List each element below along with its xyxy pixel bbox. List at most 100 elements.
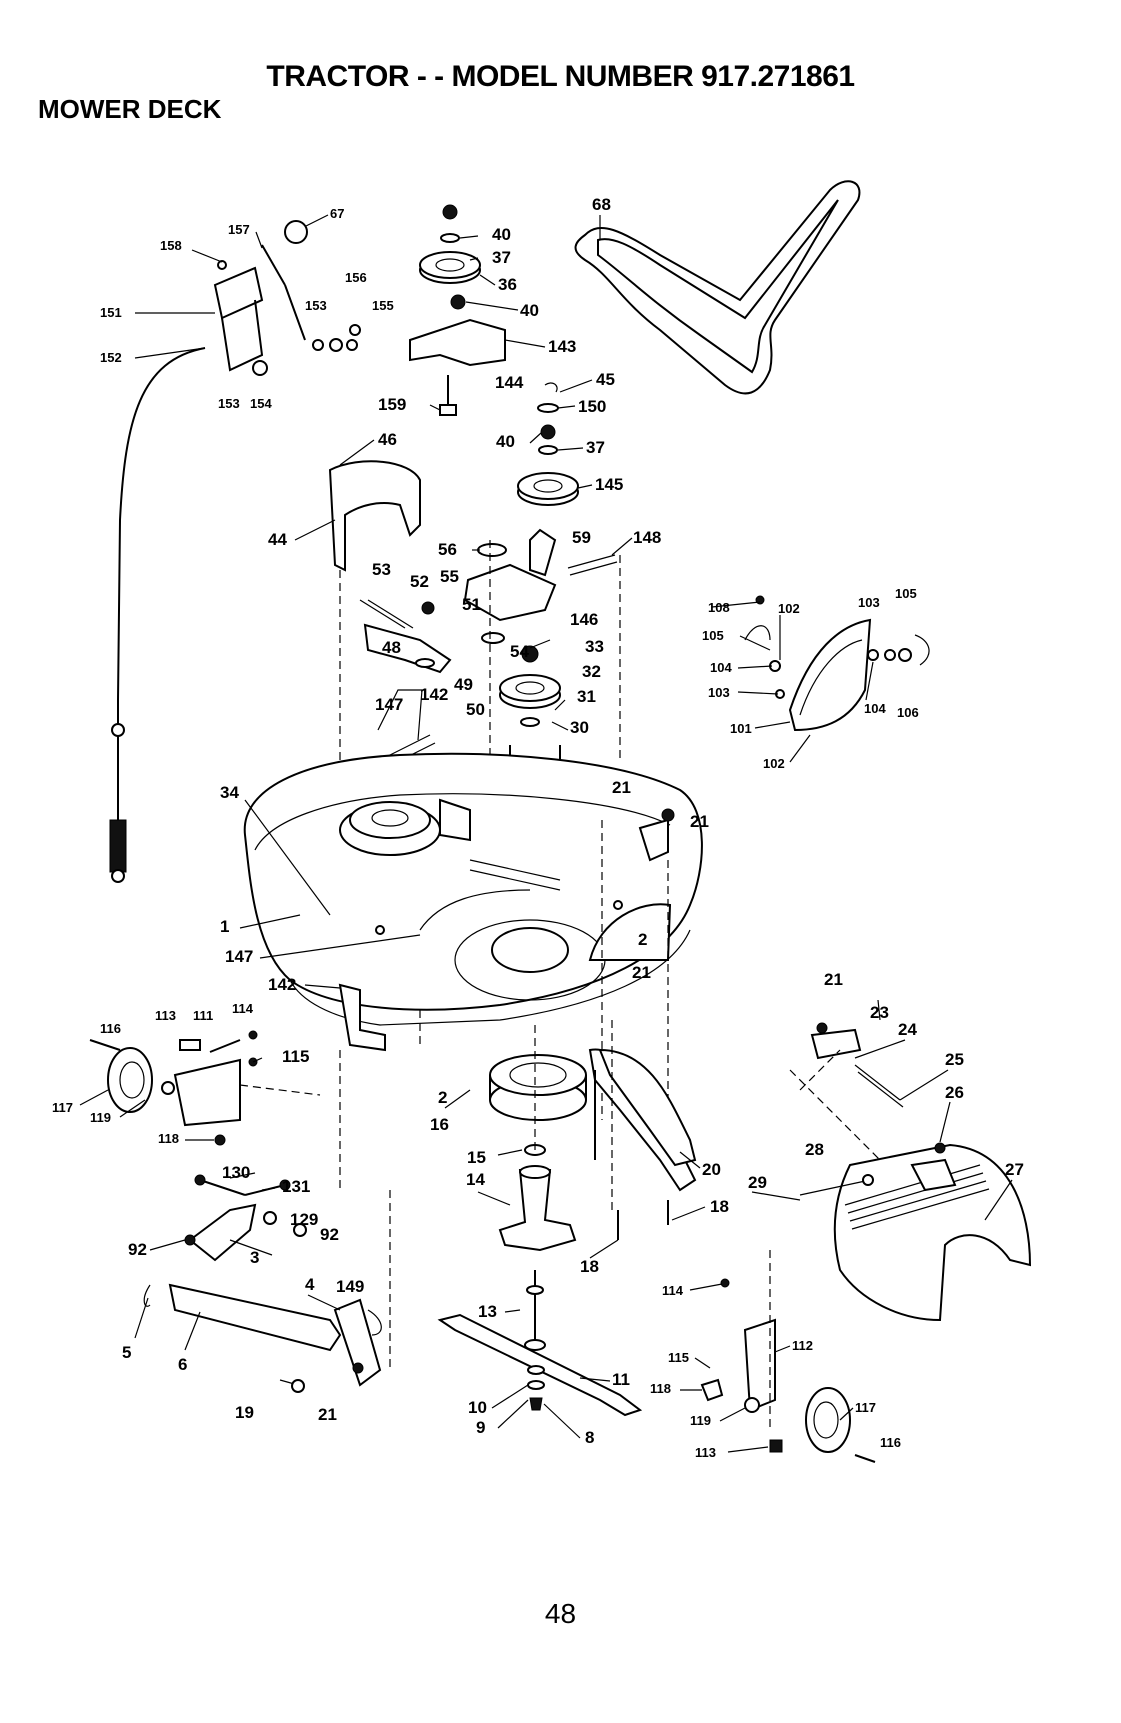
callout-labels: 157 67 158 151 152 153 154 153 155 156 4… (52, 195, 1024, 1460)
callout: 159 (378, 395, 406, 414)
callout: 149 (336, 1277, 364, 1296)
callout: 11 (612, 1370, 630, 1389)
callout: 45 (596, 370, 615, 389)
callout: 59 (572, 528, 591, 547)
callout: 34 (220, 783, 239, 802)
callout: 152 (100, 350, 122, 365)
callout: 112 (792, 1338, 813, 1353)
callout: 145 (595, 475, 623, 494)
callout: 147 (225, 947, 253, 966)
callout: 54 (510, 642, 529, 661)
callout: 67 (330, 206, 344, 221)
callout: 30 (570, 718, 589, 737)
callout: 33 (585, 637, 604, 656)
callout: 15 (467, 1148, 486, 1167)
callout: 51 (462, 595, 481, 614)
callout: 105 (702, 628, 724, 643)
callout: 103 (858, 595, 880, 610)
callout: 131 (282, 1177, 310, 1196)
callout: 114 (232, 1001, 254, 1016)
callout: 129 (290, 1210, 318, 1229)
callout: 4 (305, 1275, 315, 1294)
callout: 37 (492, 248, 511, 267)
callout: 21 (318, 1405, 337, 1424)
callout: 21 (824, 970, 843, 989)
callout: 147 (375, 695, 403, 714)
callout: 37 (586, 438, 605, 457)
callout: 92 (128, 1240, 147, 1259)
callout: 158 (160, 238, 182, 253)
callout: 8 (585, 1428, 594, 1447)
callout: 6 (178, 1355, 187, 1374)
callout: 20 (702, 1160, 721, 1179)
callout: 49 (454, 675, 473, 694)
callout: 1 (220, 917, 229, 936)
callout: 32 (582, 662, 601, 681)
callout: 40 (520, 301, 539, 320)
callout: 104 (864, 701, 886, 716)
rear-hanger-assembly (588, 1020, 697, 1240)
callout: 21 (690, 812, 709, 831)
callout: 115 (282, 1047, 309, 1066)
callout: 153 (305, 298, 327, 313)
callout: 143 (548, 337, 576, 356)
callout: 92 (320, 1225, 339, 1244)
callout: 148 (633, 528, 661, 547)
callout: 104 (710, 660, 732, 675)
callout: 114 (662, 1283, 684, 1298)
callout: 19 (235, 1403, 254, 1422)
callout: 44 (268, 530, 287, 549)
callout: 68 (592, 195, 611, 214)
callout: 50 (466, 700, 485, 719)
callout: 142 (420, 685, 448, 704)
callout: 113 (155, 1008, 176, 1023)
callout: 146 (570, 610, 598, 629)
discharge-chute-assembly (789, 1022, 1032, 1322)
lift-lever-assembly (109, 220, 361, 883)
callout: 16 (430, 1115, 449, 1134)
callout: 119 (690, 1413, 711, 1428)
callout: 52 (410, 572, 429, 591)
callout: 116 (100, 1021, 121, 1036)
callout: 111 (193, 1008, 213, 1023)
callout: 53 (372, 560, 391, 579)
page-number: 48 (544, 1598, 577, 1629)
callout: 5 (122, 1343, 131, 1362)
callout: 55 (440, 567, 459, 586)
discharge-deflector (744, 595, 930, 732)
gauge-wheel-right (700, 1250, 876, 1463)
callout: 21 (612, 778, 631, 797)
callout: 156 (345, 270, 367, 285)
callout: 18 (580, 1257, 599, 1276)
callout: 157 (228, 222, 250, 237)
callout: 21 (632, 963, 651, 982)
drive-belt (574, 180, 861, 395)
section-title: MOWER DECK (38, 94, 222, 124)
leader-lines (79, 214, 1013, 1453)
callout: 36 (498, 275, 517, 294)
callout: 118 (650, 1381, 671, 1396)
callout: 3 (250, 1248, 259, 1267)
callout: 151 (100, 305, 122, 320)
fixed-idler-assembly (517, 382, 579, 506)
callout: 153 (218, 396, 240, 411)
callout: 25 (945, 1050, 964, 1069)
gauge-wheel-left (89, 1030, 321, 1146)
callout: 28 (805, 1140, 824, 1159)
callout: 18 (710, 1197, 729, 1216)
callout: 40 (496, 432, 515, 451)
callout: 14 (466, 1170, 485, 1189)
callout: 119 (90, 1110, 111, 1125)
callout: 101 (730, 721, 752, 736)
mower-deck-housing (243, 752, 703, 1130)
callout: 102 (763, 756, 785, 771)
callout: 144 (495, 373, 524, 392)
callout: 103 (708, 685, 730, 700)
callout: 115 (668, 1350, 689, 1365)
callout: 24 (898, 1020, 917, 1039)
callout: 117 (52, 1100, 73, 1115)
callout: 26 (945, 1083, 964, 1102)
callout: 130 (222, 1163, 250, 1182)
callout: 154 (250, 396, 272, 411)
callout: 10 (468, 1398, 487, 1417)
